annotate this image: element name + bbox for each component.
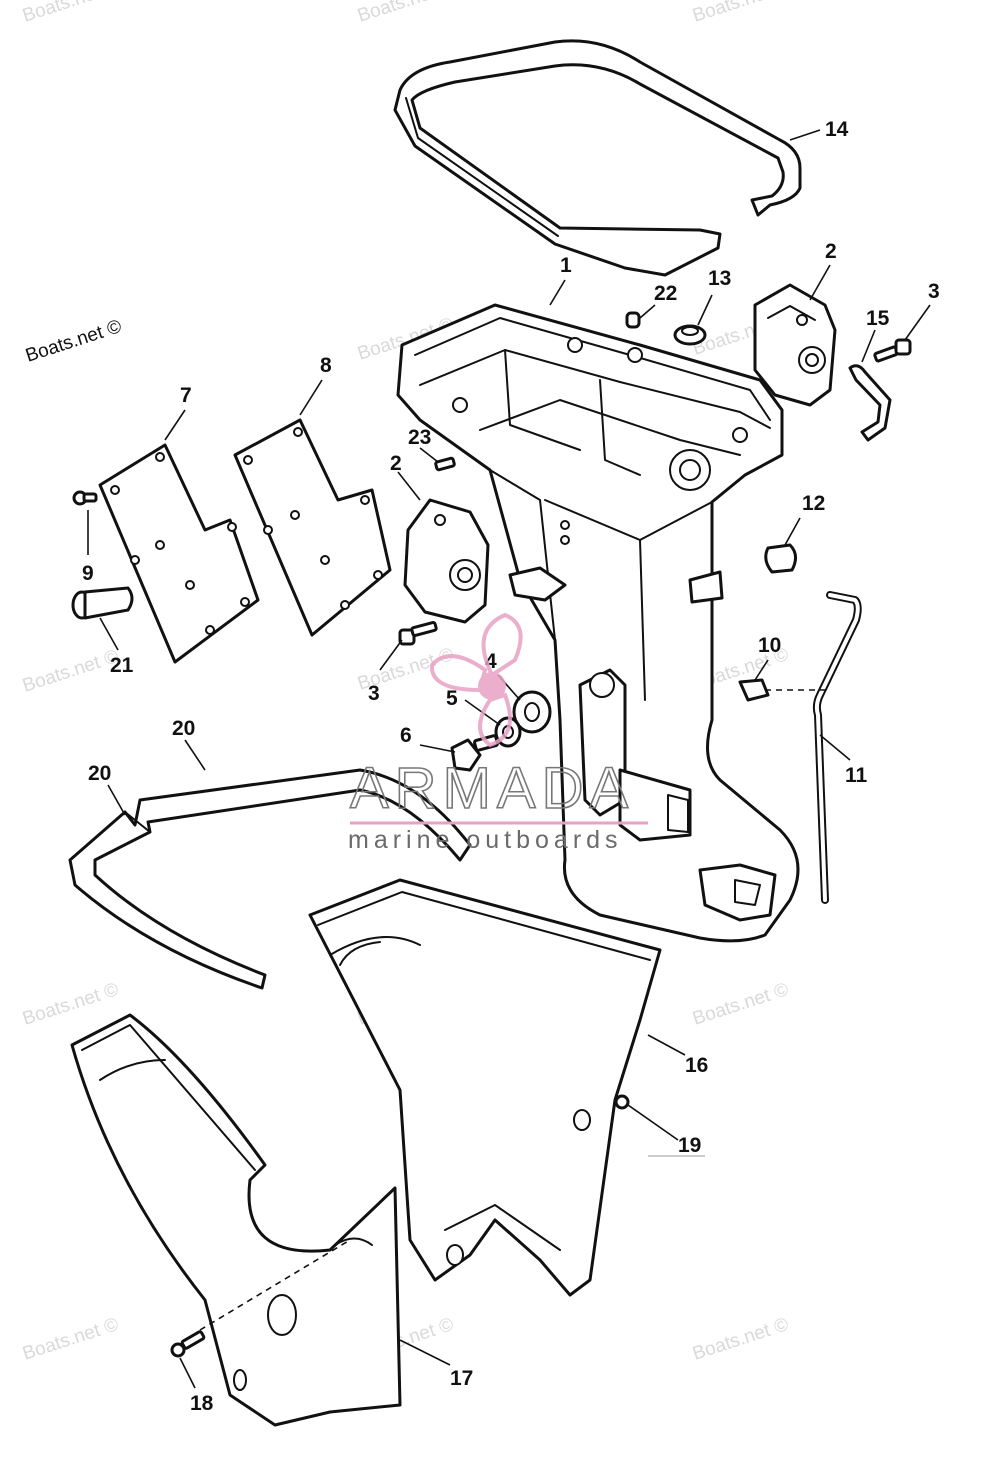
callout-14: 14 (825, 118, 849, 141)
mount-hole (573, 1109, 591, 1131)
bolt-hole (155, 452, 165, 462)
bolt-hole (263, 525, 273, 535)
watermark: Boats.net © (20, 1314, 121, 1365)
part-12-grommet (764, 543, 797, 574)
part-21-plug (71, 586, 134, 620)
bolt-hole (320, 555, 330, 565)
callout-2: 2 (825, 240, 837, 263)
callout-13: 13 (708, 267, 731, 290)
bolt-hole (155, 540, 165, 550)
mount-hole (679, 459, 701, 481)
watermark: Boats.net © (20, 979, 121, 1030)
watermark: Boats.net © (355, 0, 456, 27)
callout-7: 7 (180, 384, 192, 407)
bolt-hole (185, 580, 195, 590)
alignment-line (199, 1239, 351, 1331)
part-22-pin (625, 311, 641, 329)
armada-logo: ARMADA marine outboards (348, 612, 648, 854)
bolt-hole (627, 347, 643, 363)
bolt-hole (567, 337, 583, 353)
part-4-washer (512, 690, 552, 734)
pivot-hole (589, 672, 615, 698)
bolt-hole (130, 555, 140, 565)
bolt-hole (290, 510, 300, 520)
propeller-icon (429, 612, 523, 748)
bolt-hole (340, 600, 350, 610)
part-9-screw (72, 490, 98, 506)
bolt-hole (110, 485, 120, 495)
callout-9: 9 (82, 562, 94, 585)
callout-21: 21 (110, 654, 134, 677)
callout-11: 11 (845, 764, 868, 787)
callout-5: 5 (446, 687, 458, 710)
watermark: Boats.net © (690, 1314, 791, 1365)
callout-8: 8 (320, 354, 332, 377)
callout-3: 3 (928, 280, 940, 303)
part-8-gasket-plate (233, 418, 392, 637)
mount-hole (457, 567, 473, 583)
bolt-hole (243, 455, 253, 465)
part-2-lower-mount (403, 498, 490, 624)
mount-hole (805, 353, 819, 367)
part-6-bolt (450, 734, 499, 772)
part-14-gasket (393, 39, 802, 277)
callout-20: 20 (172, 717, 195, 740)
bolt-hole (293, 427, 303, 437)
callout-20: 20 (88, 762, 111, 785)
callout-6: 6 (400, 724, 412, 747)
part-1-exhaust-housing (396, 303, 800, 943)
bolt-hole (360, 495, 370, 505)
part-15-bracket (848, 364, 892, 442)
watermark: Boats.net © (690, 0, 791, 27)
part-16-lower-cowl (308, 878, 662, 1297)
bolt-hole (227, 522, 237, 532)
part-3-screw (873, 338, 912, 363)
part-20-seal-strips (68, 768, 472, 990)
logo-tagline: marine outboards (348, 826, 623, 854)
callout-19: 19 (678, 1134, 701, 1157)
part-13-grommet (673, 324, 707, 346)
callout-22: 22 (654, 282, 677, 305)
part-7-cover-plate (98, 443, 260, 664)
mount-hole (233, 1369, 247, 1391)
part-11-tube (812, 591, 862, 904)
part-17-lower-cowl (70, 1013, 402, 1427)
callout-3: 3 (368, 682, 380, 705)
callout-16: 16 (685, 1054, 708, 1077)
bolt-hole (732, 427, 748, 443)
bolt-hole (560, 520, 570, 530)
callout-12: 12 (802, 492, 825, 515)
copyright-label: Boats.net © (23, 316, 124, 367)
bolt-hole (434, 514, 446, 526)
bolt-hole (452, 397, 468, 413)
callout-18: 18 (190, 1392, 214, 1415)
part-10-clip (738, 678, 770, 702)
callout-1: 1 (560, 254, 572, 277)
bolt-hole (240, 597, 250, 607)
callout-23: 23 (408, 426, 431, 449)
callout-10: 10 (758, 634, 781, 657)
watermark: Boats.net © (20, 0, 121, 27)
bolt-hole (796, 314, 808, 326)
part-23-screw (434, 456, 456, 472)
bolt-hole (560, 535, 570, 545)
part-19-screw (614, 1094, 630, 1110)
callout-labels: 1 2 2 3 3 4 5 6 7 8 9 10 11 12 13 14 15 … (82, 118, 940, 1415)
callout-2: 2 (390, 452, 402, 475)
mount-hole (446, 1244, 464, 1266)
callout-17: 17 (450, 1367, 473, 1390)
part-18-screw (170, 1330, 206, 1358)
logo-wordmark: ARMADA (350, 756, 634, 821)
bolt-hole (373, 570, 383, 580)
bolt-hole (205, 625, 215, 635)
part-2-upper-mount (753, 283, 837, 407)
callout-15: 15 (866, 307, 890, 330)
mount-hole (267, 1294, 297, 1336)
watermark: Boats.net © (20, 646, 121, 697)
watermark: Boats.net © (690, 979, 791, 1030)
part-3-screw (398, 620, 438, 646)
